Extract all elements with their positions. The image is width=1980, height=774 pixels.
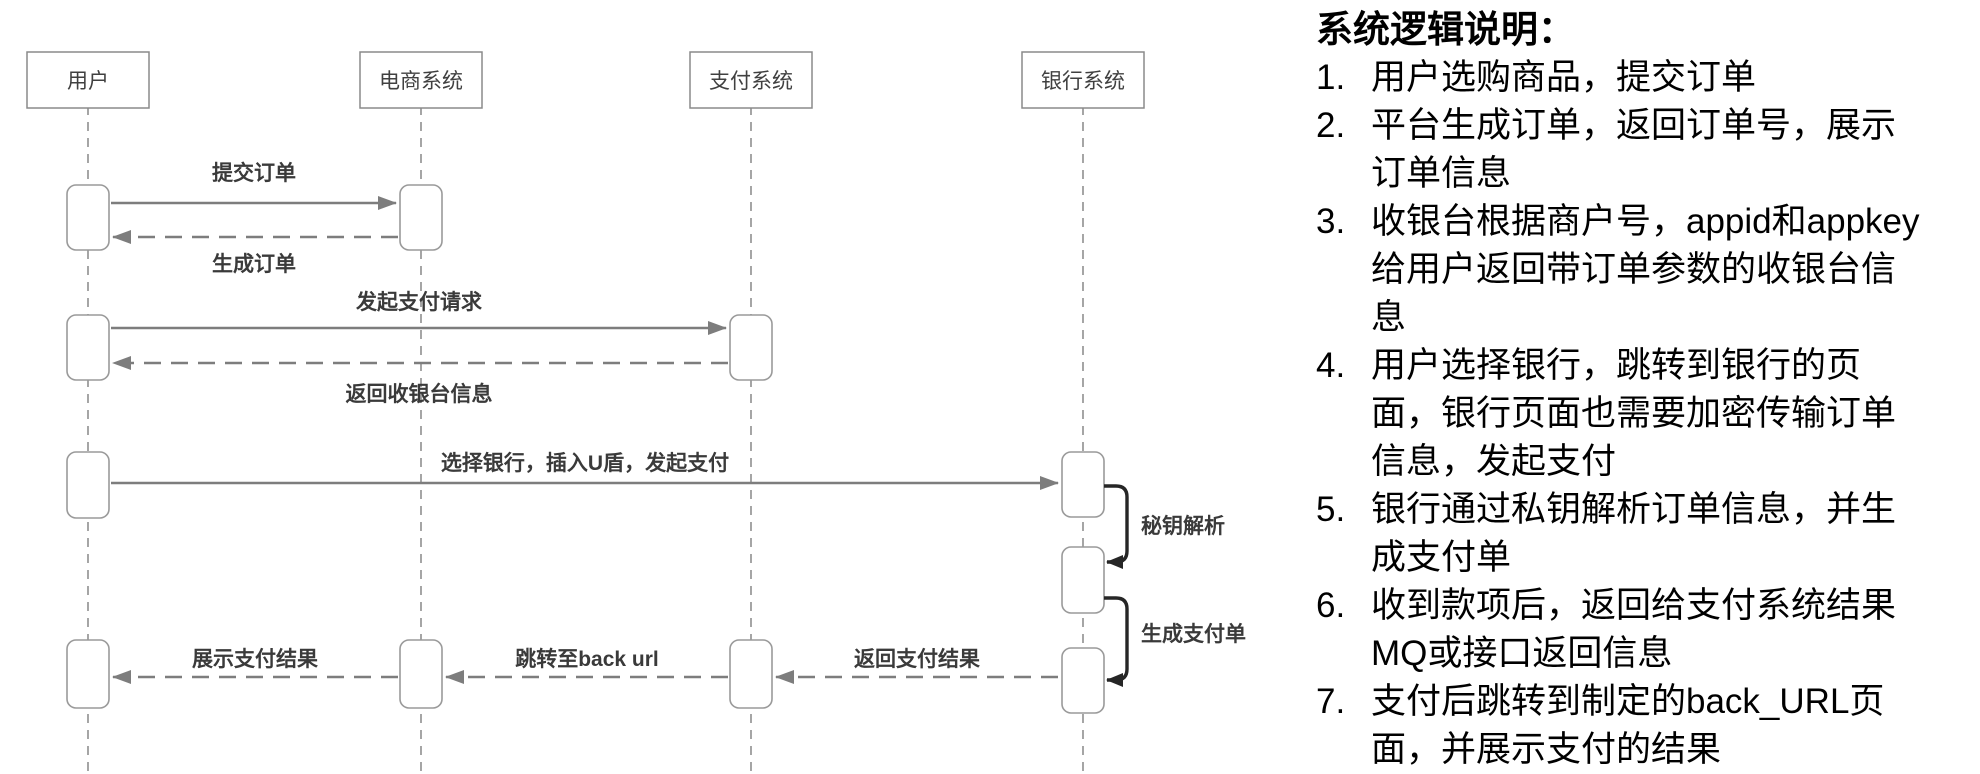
label-create-order: 生成订单: [212, 252, 296, 276]
note-item-2: 2. 平台生成订单，返回订单号，展示订单信息: [1316, 102, 1976, 198]
activation-bar-user-1: [66, 184, 110, 251]
notes-panel: 系统逻辑说明： 1. 用户选购商品，提交订单 2. 平台生成订单，返回订单号，展…: [1316, 6, 1976, 774]
note-item-7: 7. 支付后跳转到制定的back_URL页面，并展示支付的结果: [1316, 678, 1976, 774]
note-text: 收银台根据商户号，appid和appkey给用户返回带订单参数的收银台信息: [1371, 202, 1920, 337]
activation-bar-ecommerce-4: [399, 639, 443, 709]
label-show-payment-result: 展示支付结果: [192, 648, 318, 671]
note-item-5: 5. 银行通过私钥解析订单信息，并生成支付单: [1316, 486, 1976, 582]
note-number: 1.: [1316, 58, 1346, 97]
note-item-4: 4. 用户选择银行，跳转到银行的页面，银行页面也需要加密传输订单信息，发起支付: [1316, 342, 1976, 486]
actor-box-payment: [689, 51, 813, 109]
activation-bar-bank-1: [1061, 451, 1105, 518]
actor-label-payment: 支付系统: [709, 70, 793, 93]
sequence-diagram-svg: 用户 电商系统 支付系统 银行系统 提交订单 生成订单: [26, 51, 1246, 774]
notes-title: 系统逻辑说明：: [1316, 9, 1575, 50]
activation-bar-user-3: [66, 451, 110, 519]
actor-label-user: 用户: [67, 70, 109, 93]
activation-bar-payment-4: [729, 639, 773, 709]
label-initiate-payment-request: 发起支付请求: [355, 290, 482, 314]
activation-bar-bank-2: [1061, 546, 1105, 614]
actor-ecommerce: 电商系统: [359, 51, 483, 109]
label-create-payment-order: 生成支付单: [1141, 622, 1246, 646]
activation-bar-payment-2: [729, 314, 773, 381]
note-number: 7.: [1316, 682, 1346, 721]
actor-box-ecommerce: [359, 51, 483, 109]
actor-label-bank: 银行系统: [1041, 70, 1125, 93]
label-return-payment-result: 返回支付结果: [854, 648, 980, 671]
note-text: 用户选择银行，跳转到银行的页面，银行页面也需要加密传输订单信息，发起支付: [1371, 346, 1897, 481]
label-redirect-back-url: 跳转至back url: [515, 647, 659, 671]
label-key-parse: 秘钥解析: [1141, 514, 1225, 538]
note-number: 2.: [1316, 106, 1346, 145]
actor-user: 用户: [26, 51, 150, 109]
note-number: 6.: [1316, 586, 1346, 625]
note-text: 支付后跳转到制定的back_URL页面，并展示支付的结果: [1371, 682, 1885, 769]
self-loop-create-payment-order: [1104, 596, 1129, 687]
note-number: 3.: [1316, 202, 1346, 241]
note-text: 银行通过私钥解析订单信息，并生成支付单: [1371, 490, 1897, 577]
note-text: 平台生成订单，返回订单号，展示订单信息: [1371, 106, 1897, 193]
note-text: 收到款项后，返回给支付系统结果MQ或接口返回信息: [1371, 586, 1897, 673]
note-item-3: 3. 收银台根据商户号，appid和appkey给用户返回带订单参数的收银台信息: [1316, 198, 1976, 342]
actor-label-ecommerce: 电商系统: [379, 70, 463, 93]
actor-box-bank: [1021, 51, 1145, 109]
note-number: 4.: [1316, 346, 1346, 385]
activation-bar-user-2: [66, 314, 110, 381]
activation-bar-ecommerce-1: [399, 184, 443, 251]
actor-bank: 银行系统: [1021, 51, 1145, 109]
label-select-bank-pay: 选择银行，插入U盾，发起支付: [441, 451, 729, 475]
activation-bar-user-4: [66, 639, 110, 709]
note-item-1: 1. 用户选购商品，提交订单: [1316, 54, 1976, 102]
label-return-cashier-info: 返回收银台信息: [346, 382, 493, 406]
activation-bar-bank-3: [1061, 647, 1105, 714]
note-text: 用户选购商品，提交订单: [1371, 58, 1757, 97]
actor-box-user: [26, 51, 150, 109]
label-submit-order: 提交订单: [212, 161, 296, 185]
self-loop-key-parse: [1104, 484, 1129, 569]
actor-payment: 支付系统: [689, 51, 813, 109]
note-number: 5.: [1316, 490, 1346, 529]
note-item-6: 6. 收到款项后，返回给支付系统结果MQ或接口返回信息: [1316, 582, 1976, 678]
